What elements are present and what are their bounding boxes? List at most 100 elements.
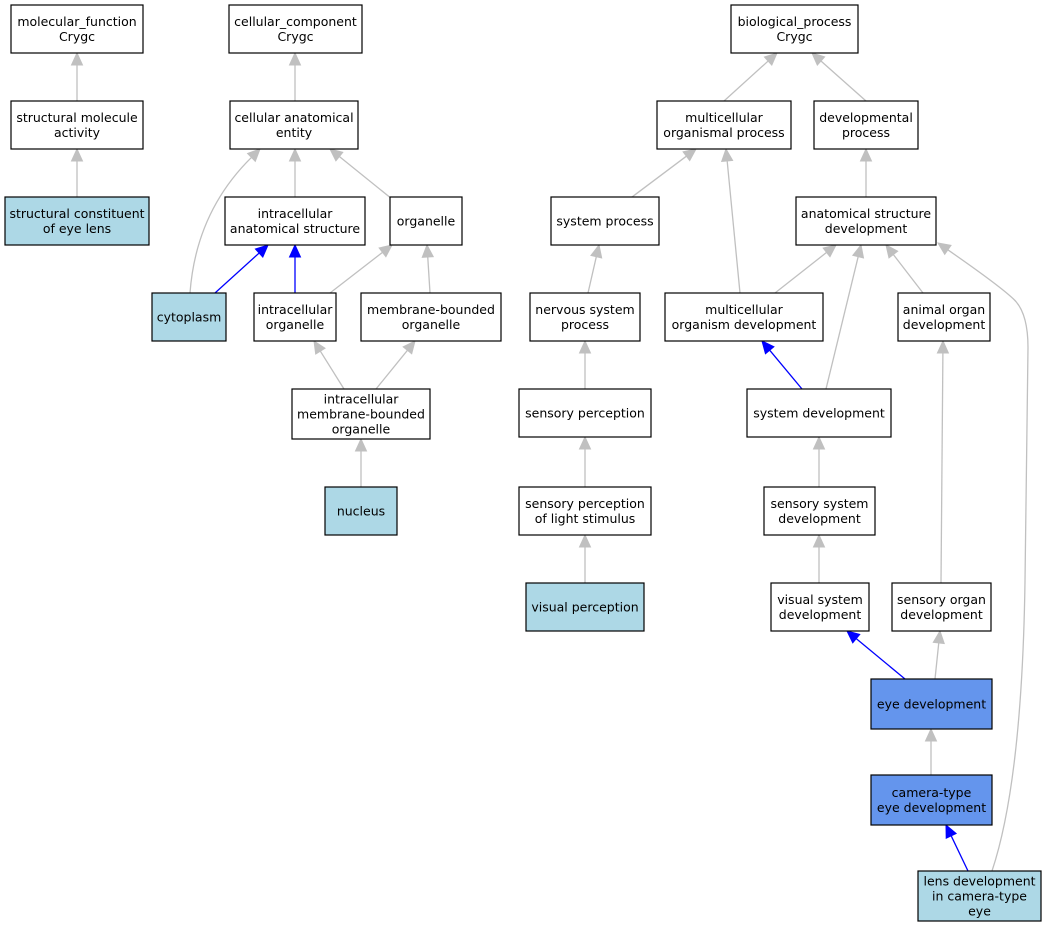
node-label: Crygc: [277, 29, 313, 44]
edge-arrowhead: [354, 437, 368, 452]
edge-arrowhead: [421, 243, 435, 258]
edge-devp-to-bp: [811, 52, 867, 102]
node-label: organelle: [397, 214, 456, 229]
edge-line: [825, 256, 859, 390]
edge-line: [947, 249, 1029, 872]
edge-cted-to-eyed: [924, 727, 938, 775]
node-box: [664, 292, 824, 342]
node-box: [360, 292, 502, 342]
edge-arrowhead: [578, 533, 592, 548]
node-cyto[interactable]: cytoplasm: [151, 292, 227, 342]
node-label: Crygc: [59, 29, 95, 44]
edge-vsd-to-ssd: [812, 533, 826, 583]
node-box: [525, 582, 645, 632]
edge-sd-to-mod: [761, 340, 803, 390]
node-box: [917, 870, 1042, 922]
node-label: Crygc: [776, 29, 812, 44]
node-label: in camera-type: [932, 889, 1027, 904]
edge-cyto-to-cae: [189, 148, 261, 294]
node-box: [224, 196, 366, 246]
node-org[interactable]: organelle: [389, 196, 463, 246]
node-label: developmental: [819, 110, 913, 125]
node-label: cellular anatomical: [234, 110, 353, 125]
edge-arrowhead: [846, 630, 861, 644]
edge-org-to-cae: [329, 148, 393, 200]
edge-ssd-to-sd: [812, 435, 826, 487]
edge-io-to-org: [329, 244, 393, 294]
edge-arrowhead: [578, 339, 592, 354]
edge-line: [934, 642, 940, 680]
node-sd[interactable]: system development: [746, 388, 892, 438]
node-box: [870, 678, 993, 730]
node-box: [529, 292, 641, 342]
edge-arrowhead: [932, 629, 945, 645]
edge-cyto-to-ias: [214, 244, 269, 294]
edge-line: [319, 350, 345, 390]
node-label: biological_process: [738, 14, 852, 29]
node-sp[interactable]: sensory perception: [518, 388, 652, 438]
edge-arrowhead: [945, 823, 958, 839]
edge-line: [950, 835, 969, 872]
edge-arrowhead: [288, 243, 302, 258]
edge-arrowhead: [936, 339, 950, 354]
edge-sma-to-mf: [70, 51, 84, 101]
node-label: sensory perception: [525, 496, 645, 511]
node-nuc[interactable]: nucleus: [324, 486, 398, 536]
node-box: [891, 582, 992, 632]
edge-arrowhead: [402, 340, 416, 355]
node-box: [897, 292, 991, 342]
node-label: eye development: [877, 800, 986, 815]
edge-arrowhead: [590, 243, 603, 259]
node-box: [291, 388, 431, 440]
node-label: of light stimulus: [535, 511, 636, 526]
edge-line: [774, 251, 827, 294]
node-label: eye: [968, 904, 991, 919]
edge-io-to-ias: [288, 243, 302, 293]
edge-sd-to-asd: [825, 243, 865, 390]
edge-cae-to-cc: [288, 51, 302, 101]
node-label: organism development: [672, 317, 817, 332]
edge-line: [726, 160, 741, 294]
node-label: membrane-bounded: [367, 302, 495, 317]
edge-ias-to-cae: [288, 147, 302, 197]
edge-arrowhead: [851, 243, 865, 259]
node-label: sensory organ: [897, 592, 986, 607]
node-box: [4, 196, 150, 246]
node-label: organelle: [266, 317, 325, 332]
node-sysp[interactable]: system process: [550, 196, 660, 246]
node-box: [229, 100, 359, 150]
edge-line: [329, 251, 383, 294]
node-label: sensory system: [771, 496, 869, 511]
edge-ldcte-to-cted: [945, 823, 969, 872]
edge-sysp-to-mop: [631, 148, 697, 198]
node-box: [389, 196, 463, 246]
node-eyed[interactable]: eye development: [870, 678, 993, 730]
node-vp[interactable]: visual perception: [525, 582, 645, 632]
node-box: [770, 582, 870, 632]
node-label: activity: [54, 125, 101, 140]
node-label: visual perception: [531, 600, 638, 615]
node-box: [324, 486, 398, 536]
